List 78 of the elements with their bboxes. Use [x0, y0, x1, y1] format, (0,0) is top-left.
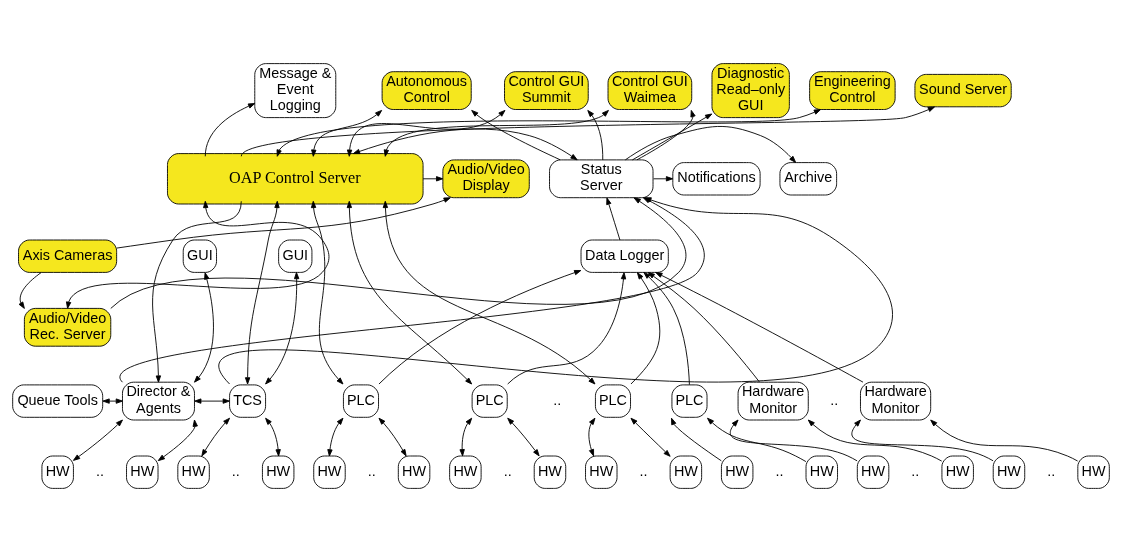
arrow	[636, 109, 696, 161]
arrow	[157, 419, 198, 462]
arrow	[382, 200, 596, 385]
arrow	[352, 128, 578, 161]
arrow	[507, 272, 627, 385]
arrow	[204, 103, 256, 157]
arrow	[276, 109, 822, 157]
label: ..	[911, 462, 920, 479]
arrow	[707, 417, 807, 463]
node-box: Autonomous Control	[381, 71, 472, 110]
node-box: Data Logger	[580, 239, 669, 273]
arrow	[624, 126, 797, 163]
arrow	[422, 176, 444, 182]
node-box: Notifications	[672, 162, 761, 196]
node-box: Audio/Video Rec. Server	[23, 307, 112, 347]
arrow	[18, 272, 42, 309]
node-box: Diagnostic Read–only GUI	[711, 63, 790, 119]
arrow	[346, 109, 506, 157]
node-box: Message & Event Logging	[254, 63, 337, 119]
arrow	[73, 419, 123, 461]
arrow	[116, 197, 451, 249]
arrow	[244, 200, 280, 385]
arrow	[194, 272, 214, 383]
arrow	[631, 113, 713, 161]
arrow	[310, 200, 344, 385]
arrow	[66, 200, 330, 309]
node-box: Hardware Monitor	[737, 381, 809, 421]
arrow	[507, 417, 540, 457]
arrow	[729, 419, 858, 462]
arrow	[653, 176, 674, 182]
node-box: Axis Cameras	[18, 239, 118, 273]
node-box: Status Server	[549, 159, 654, 199]
node-box: OAP Control Server	[167, 153, 424, 205]
arrow	[588, 417, 596, 457]
label: ..	[231, 462, 240, 479]
label: ..	[367, 462, 376, 479]
arrow	[459, 417, 473, 457]
label: ..	[553, 391, 562, 408]
arrow	[606, 197, 621, 241]
arrow	[201, 417, 231, 457]
arrow	[587, 109, 604, 161]
arrow	[471, 109, 561, 161]
label: ..	[639, 462, 648, 479]
arrow	[194, 398, 230, 404]
node-box: Control GUI Waimea	[607, 71, 693, 110]
arrow	[265, 271, 300, 385]
arrow	[383, 109, 609, 157]
node-box: Audio/Video Display	[442, 159, 530, 199]
node-box: Engineering Control	[809, 71, 896, 110]
arrow	[311, 109, 383, 157]
node-box: Control GUI Summit	[504, 71, 589, 110]
arrow	[647, 272, 760, 383]
arrow	[807, 419, 943, 462]
label: ..	[775, 462, 784, 479]
arrow	[630, 272, 661, 385]
arrow	[655, 272, 864, 383]
arrow	[240, 106, 935, 157]
label: ..	[503, 462, 512, 479]
arrow	[643, 272, 690, 386]
node-box: Hardware Monitor	[860, 381, 932, 421]
arrow	[671, 417, 722, 462]
arrow	[630, 417, 671, 457]
arrow	[346, 200, 473, 385]
label: ..	[1047, 462, 1056, 479]
arrow	[930, 419, 1079, 462]
arrow	[378, 417, 407, 457]
node-box: Queue Tools	[12, 384, 104, 418]
arrow	[851, 419, 994, 462]
node-box: Archive	[779, 162, 838, 196]
arrow	[152, 200, 242, 383]
label: ..	[830, 391, 839, 408]
arrow	[327, 417, 344, 457]
node-box: Sound Server	[914, 73, 1012, 108]
arrow	[378, 270, 582, 385]
arrow	[102, 398, 123, 404]
arrow	[265, 417, 281, 457]
node-box: Director & Agents	[122, 381, 195, 421]
label: ..	[95, 462, 104, 479]
